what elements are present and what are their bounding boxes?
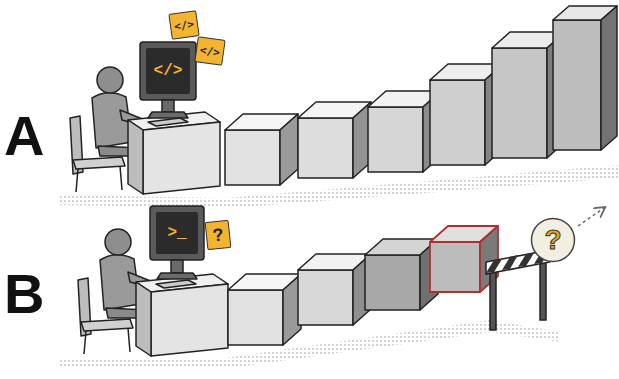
code-card: </>: [168, 10, 199, 40]
question-card: ?: [205, 220, 232, 250]
code-card: </>: [194, 36, 225, 66]
node-text: >_: [167, 225, 186, 241]
node-text: ?: [544, 226, 561, 254]
question-circle: ?: [530, 217, 576, 263]
monitor-screen: </>: [146, 48, 190, 94]
node-text: </>: [173, 18, 194, 32]
row-label: A: [4, 108, 44, 164]
node-text: </>: [199, 44, 220, 58]
monitor-screen: >_: [156, 212, 198, 254]
row-label: B: [4, 266, 44, 322]
node-text: </>: [154, 63, 183, 79]
node-text: ?: [212, 225, 225, 244]
